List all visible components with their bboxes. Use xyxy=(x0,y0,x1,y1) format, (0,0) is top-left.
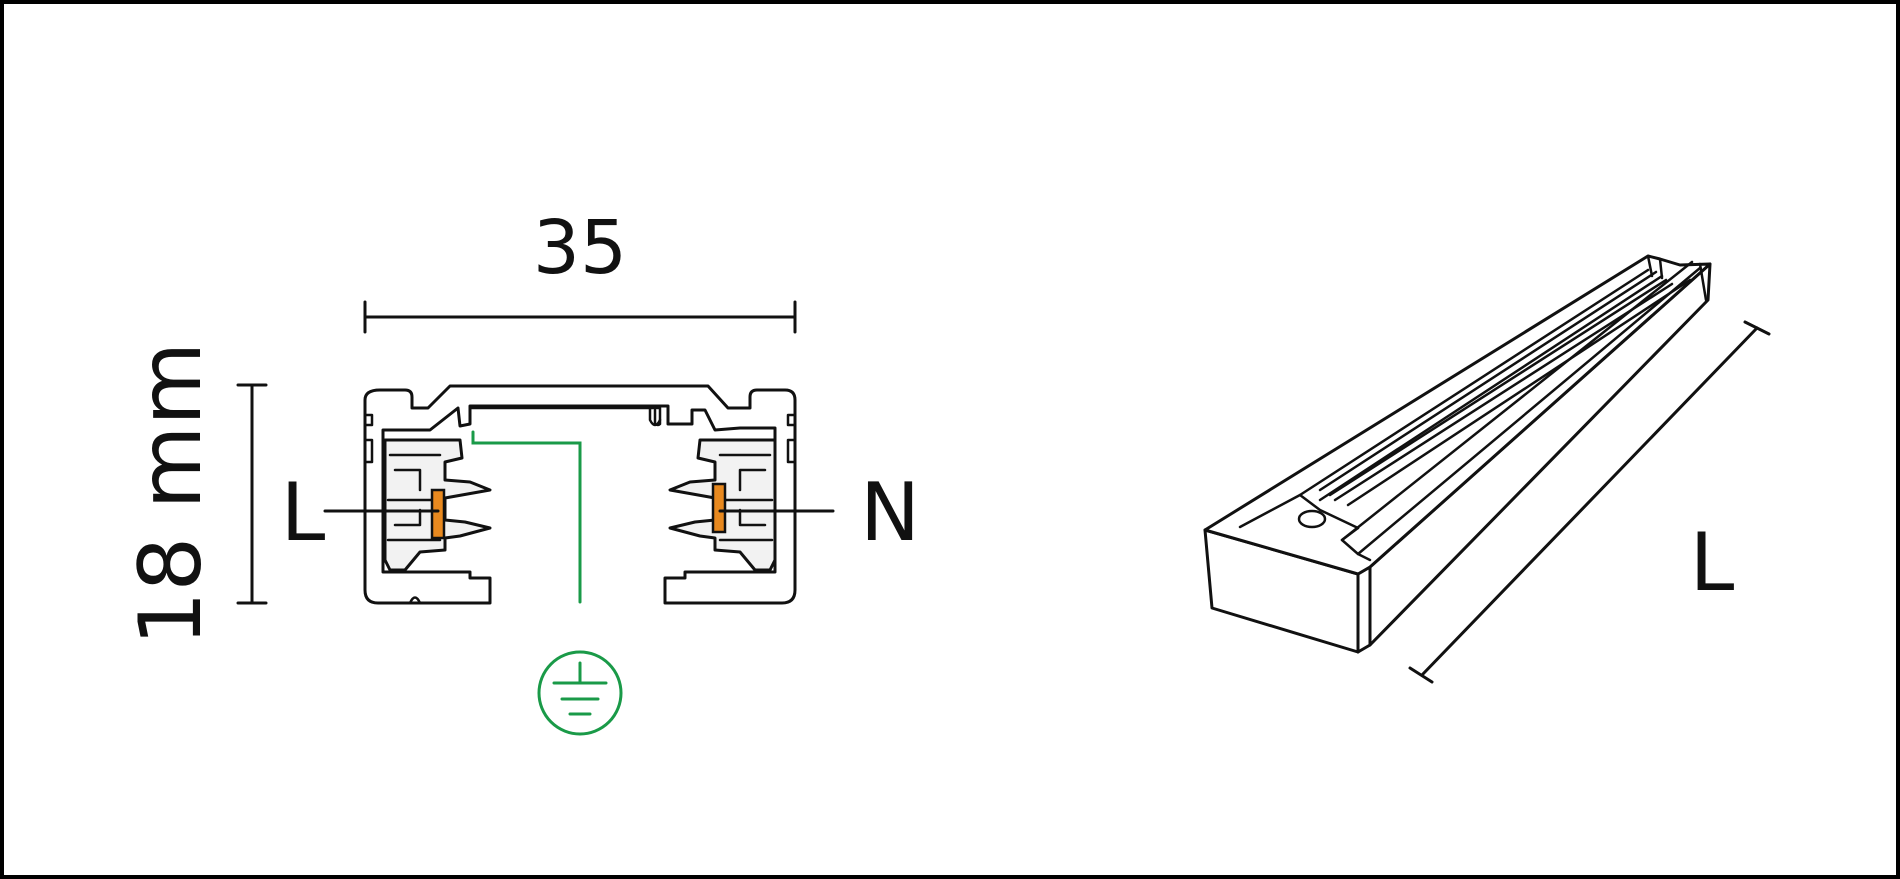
neutral-conductor-label: N xyxy=(860,466,920,559)
earth-connection xyxy=(471,430,623,736)
live-conductor-label: L xyxy=(281,466,326,559)
height-dimension-label: 18 mm xyxy=(121,342,221,646)
earth-ground-icon xyxy=(537,650,623,736)
height-dimension: 18 mm xyxy=(121,342,268,646)
mounting-hole xyxy=(1297,509,1327,529)
track-profile xyxy=(363,384,797,605)
width-dimension-label: 35 xyxy=(533,205,627,291)
live-contact xyxy=(430,488,446,540)
live-conductor-callout: L xyxy=(281,466,440,559)
neutral-contact xyxy=(711,482,727,534)
left-insulator xyxy=(383,438,492,572)
right-insulator xyxy=(668,438,777,572)
cross-section-view: 35 18 mm xyxy=(121,205,920,736)
width-dimension: 35 xyxy=(363,205,797,334)
length-dimension-label: L xyxy=(1690,516,1735,609)
neutral-conductor-callout: N xyxy=(718,466,920,559)
length-dimension: L xyxy=(1408,320,1771,684)
isometric-track-view: L xyxy=(1203,254,1771,684)
